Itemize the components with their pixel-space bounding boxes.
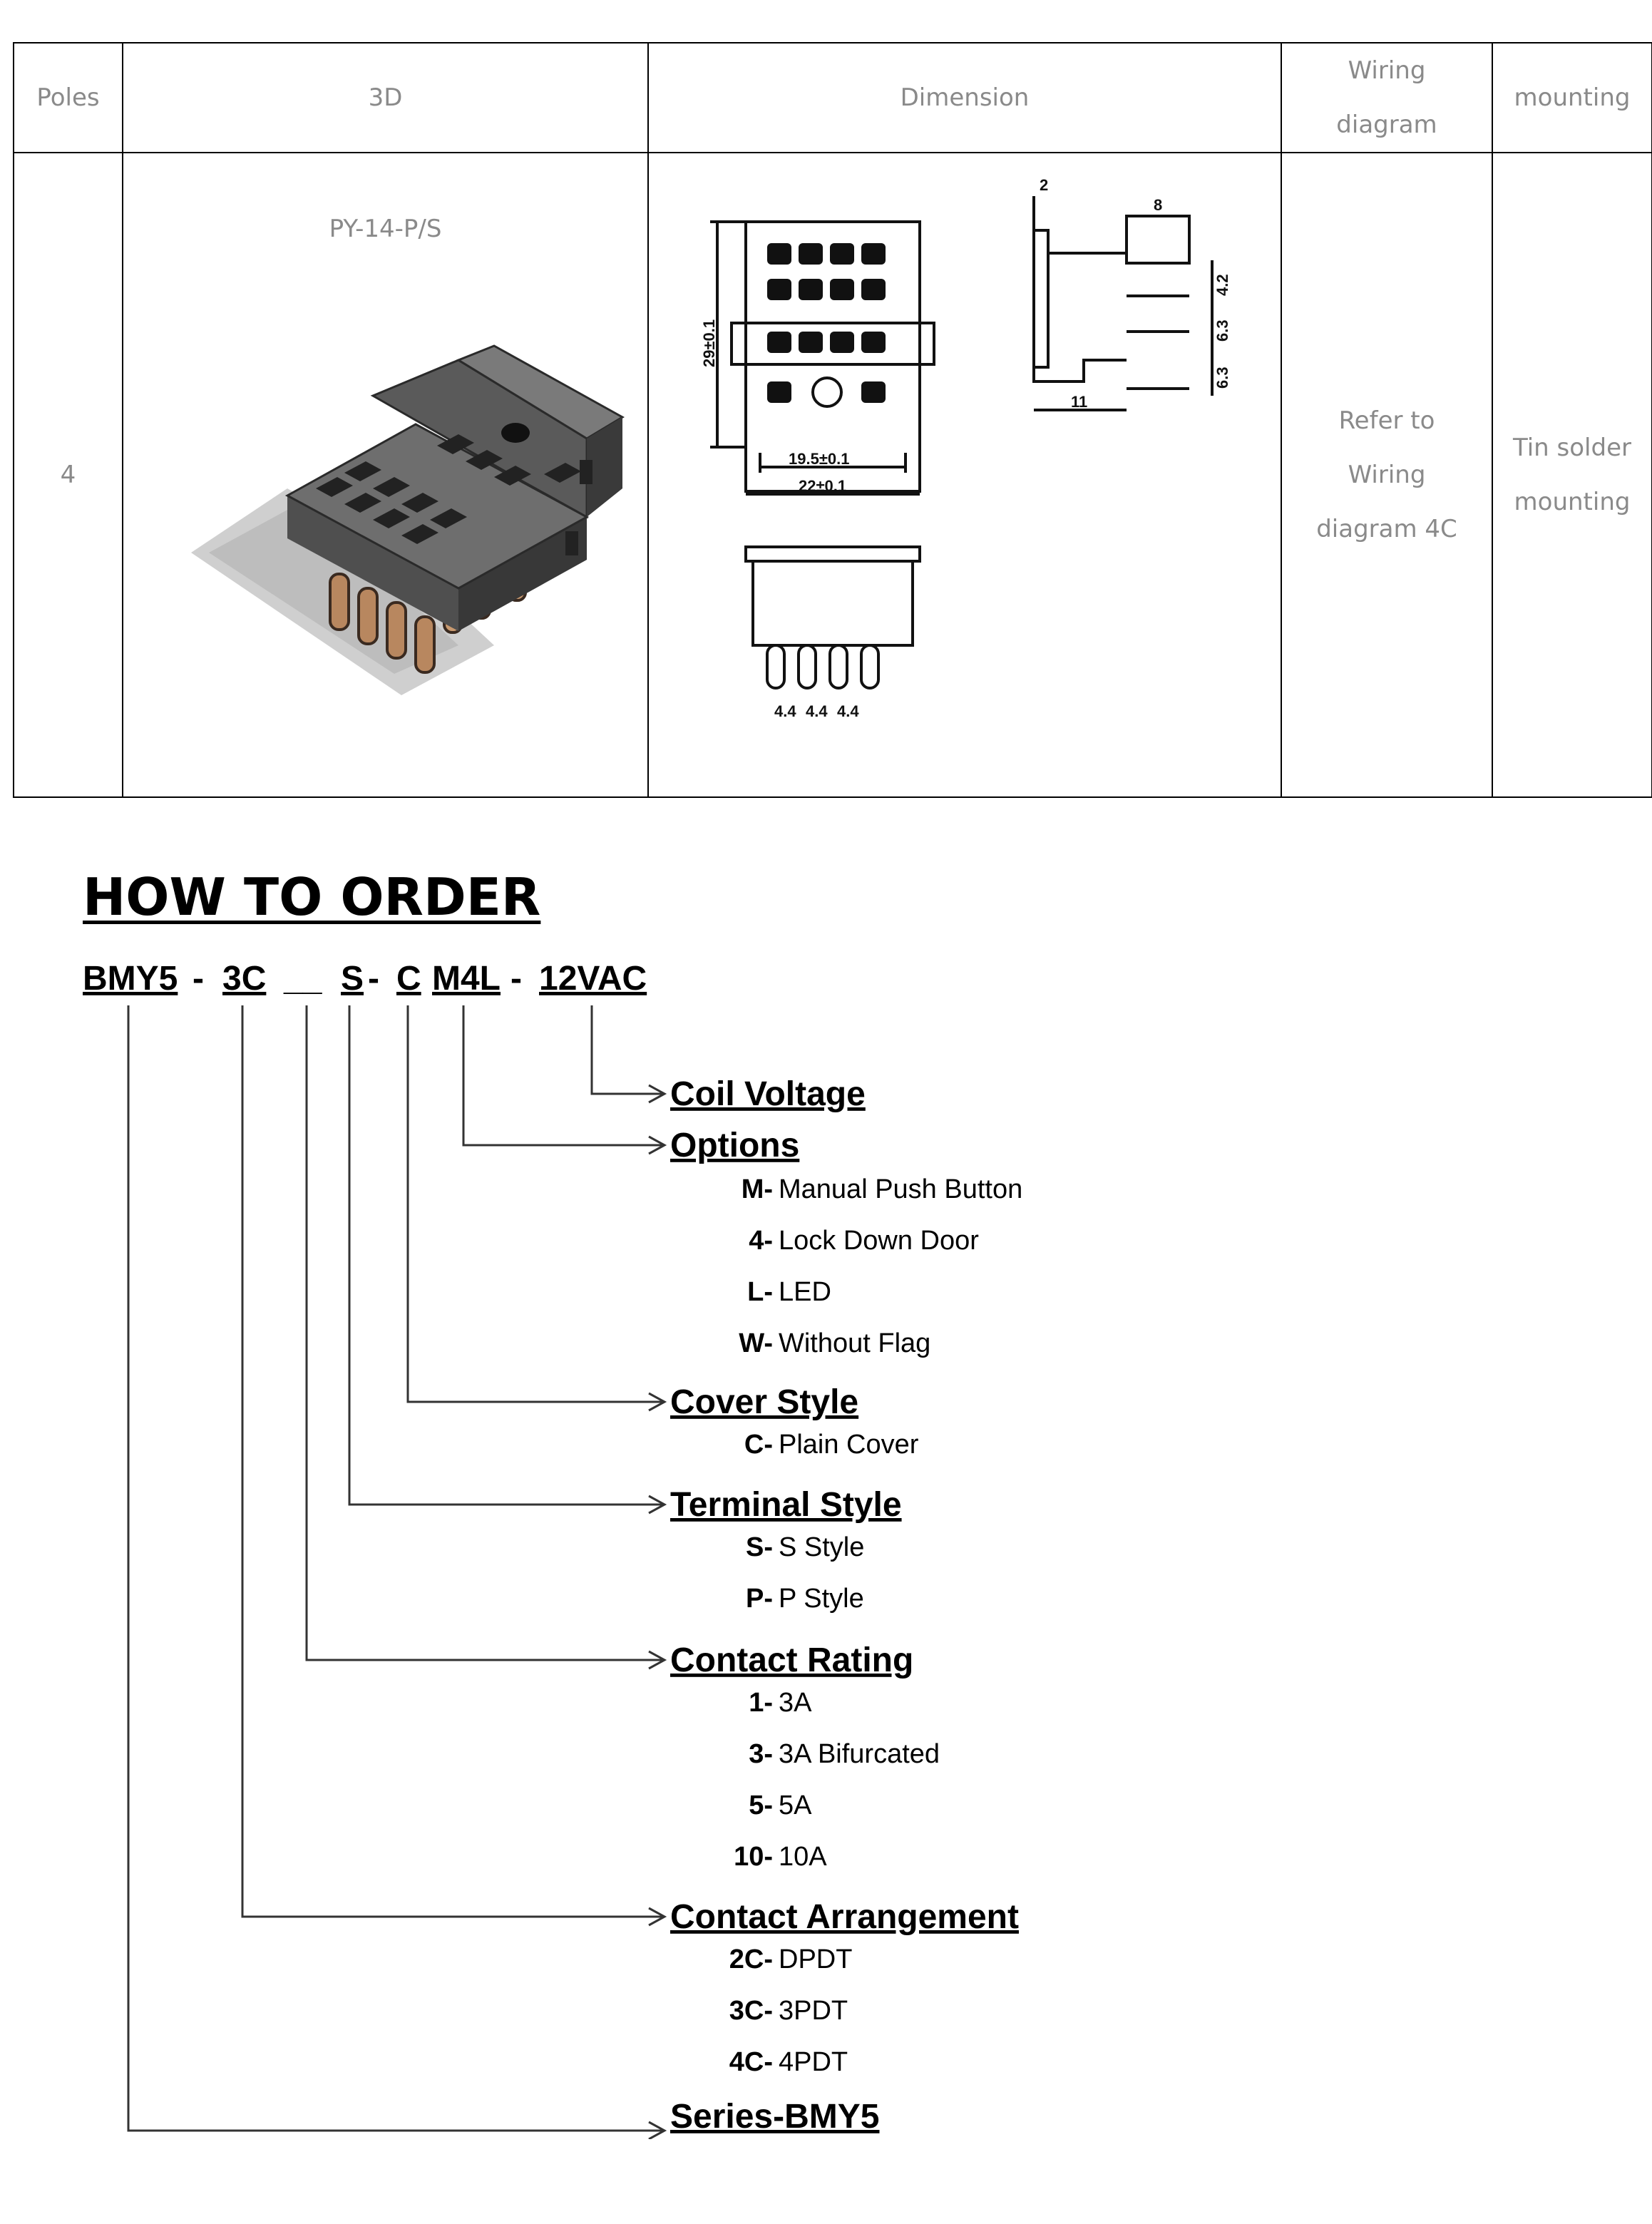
cover-desc: Plain Cover <box>779 1430 919 1460</box>
header-row: Poles 3D Dimension Wiring diagram mounti… <box>13 42 1652 153</box>
cat-coil-voltage: Coil Voltage <box>670 1075 866 1113</box>
header-dimension: Dimension <box>647 42 1282 153</box>
wiring-cell: Refer to Wiring diagram 4C <box>1281 152 1493 798</box>
dim-side-pitch2-label: 6.3 <box>1214 319 1231 342</box>
header-poles: Poles <box>13 42 123 153</box>
code-dash-1: - <box>193 960 204 998</box>
terminal-desc: S Style <box>779 1532 864 1562</box>
dim-side-width-label: 8 <box>1154 196 1162 214</box>
arrangement-code: 3C- <box>729 1996 773 2026</box>
arrangement-code: 2C- <box>729 1944 773 1974</box>
arrangement-desc: 4PDT <box>779 2047 848 2077</box>
how-to-order-title: HOW TO ORDER <box>83 867 541 927</box>
code-options: M4L <box>432 960 501 998</box>
poles-cell: 4 <box>13 152 123 798</box>
dim-side-depth-label: 11 <box>1071 393 1087 411</box>
rating-desc: 10A <box>779 1842 827 1872</box>
terminal-code: S- <box>746 1532 773 1562</box>
option-desc: Lock Down Door <box>779 1226 979 1256</box>
rating-code: 5- <box>749 1790 773 1820</box>
dimension-drawing: 29±0.1 19.5±0.1 22±0.1 2 8 4.2 6.3 6.3 1… <box>700 176 1231 720</box>
cat-series: Series-BMY5 <box>670 2098 879 2136</box>
rating-desc: 3A <box>779 1688 812 1718</box>
code-series: BMY5 <box>83 960 178 998</box>
code-cover: C <box>396 960 421 998</box>
cat-terminal-style: Terminal Style <box>670 1486 902 1524</box>
header-3d: 3D <box>122 42 649 153</box>
dim-bottom-pitch-1: 4.4 <box>774 702 796 720</box>
mounting-cell: Tin solder mounting <box>1492 152 1652 798</box>
cat-options: Options <box>670 1127 799 1164</box>
cat-cover-style: Cover Style <box>670 1383 858 1421</box>
option-code: 4- <box>749 1226 773 1256</box>
option-desc: Without Flag <box>779 1328 930 1358</box>
rating-code: 3- <box>749 1739 773 1769</box>
option-code: L- <box>747 1277 773 1307</box>
option-code: M- <box>742 1174 773 1204</box>
arrangement-desc: DPDT <box>779 1944 852 1974</box>
code-arrangement: 3C <box>222 960 266 998</box>
terminal-code: P- <box>746 1584 773 1614</box>
option-desc: Manual Push Button <box>779 1174 1022 1204</box>
spec-table: Poles 3D Dimension Wiring diagram mounti… <box>13 42 1652 798</box>
arrangement-desc: 3PDT <box>779 1996 848 2026</box>
cover-code: C- <box>744 1430 773 1460</box>
model-label: PY-14-P/S <box>329 215 442 243</box>
table-row: 4 PY-14-P/S <box>13 152 1652 798</box>
dim-side-pitch3-label: 6.3 <box>1214 367 1231 389</box>
code-coil-voltage: 12VAC <box>539 960 647 998</box>
dim-outer-width-label: 22±0.1 <box>799 477 846 495</box>
header-mounting: mounting <box>1492 42 1652 153</box>
option-desc: LED <box>779 1277 831 1307</box>
order-code-diagram: BMY5 - 3C __ S - C M4L - 12VAC Coil Volt… <box>83 960 1022 2139</box>
rating-desc: 3A Bifurcated <box>779 1739 940 1769</box>
rating-code: 10- <box>734 1842 773 1872</box>
code-dash-3: - <box>511 960 522 998</box>
model-3d-cell: PY-14-P/S <box>122 152 649 798</box>
cat-contact-rating: Contact Rating <box>670 1641 913 1679</box>
dim-inner-width-label: 19.5±0.1 <box>789 450 849 468</box>
rating-code: 1- <box>749 1688 773 1718</box>
dimension-cell: 29±0.1 19.5±0.1 22±0.1 2 8 4.2 6.3 6.3 1… <box>647 152 1282 798</box>
dim-height-label: 29±0.1 <box>700 319 718 367</box>
rating-desc: 5A <box>779 1790 812 1820</box>
dim-side-top-label: 2 <box>1040 176 1048 194</box>
code-terminal: S <box>341 960 364 998</box>
dim-side-pitch1-label: 4.2 <box>1214 274 1231 296</box>
dim-bottom-pitch-2: 4.4 <box>806 702 828 720</box>
socket-3d-image <box>191 344 625 695</box>
code-dash-2: - <box>368 960 379 998</box>
code-rating-blank: __ <box>283 960 323 998</box>
option-code: W- <box>739 1328 773 1358</box>
dim-bottom-pitch-3: 4.4 <box>837 702 859 720</box>
terminal-desc: P Style <box>779 1584 864 1614</box>
cat-contact-arrangement: Contact Arrangement <box>670 1898 1019 1936</box>
arrangement-code: 4C- <box>729 2047 773 2077</box>
header-wiring-diagram: Wiring diagram <box>1281 42 1493 153</box>
